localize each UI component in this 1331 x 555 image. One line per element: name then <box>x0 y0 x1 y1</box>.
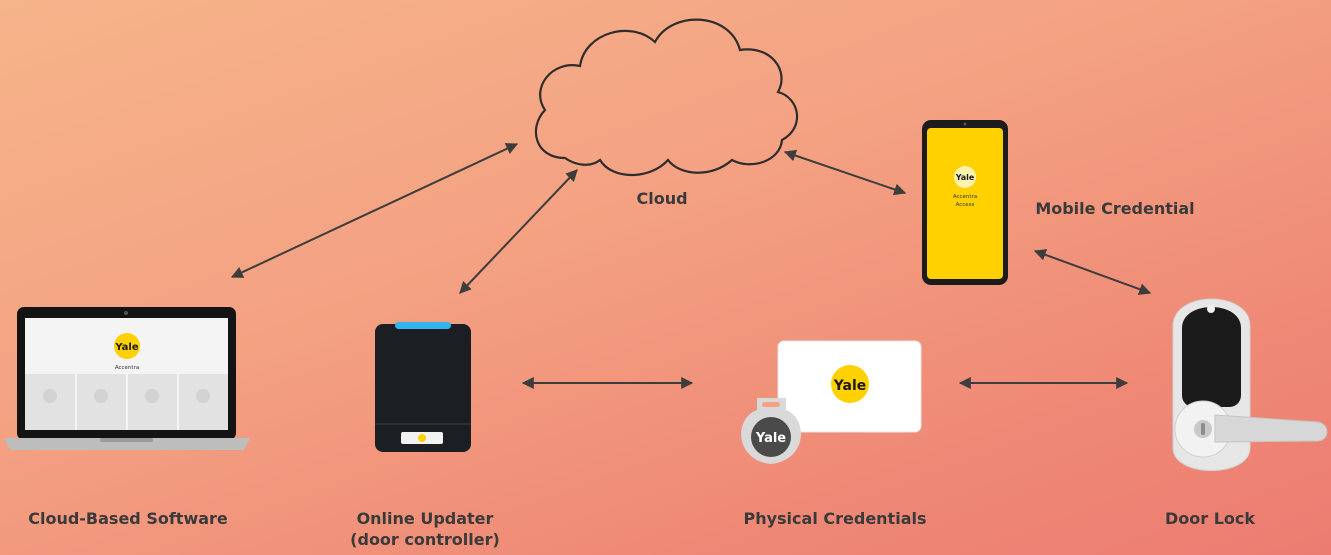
phone-app-line1: Accentra <box>953 194 977 200</box>
laptop-icon: Yale Accentra <box>4 307 250 450</box>
phone-logo: Yale <box>955 173 975 182</box>
arrow-updater-cloud <box>459 169 578 294</box>
cloud-label: Cloud <box>636 189 688 208</box>
cloud-software-label: Cloud-Based Software <box>28 509 228 528</box>
card-icon: Yale <box>777 340 922 433</box>
physical-credentials-label: Physical Credentials <box>743 509 927 528</box>
card-logo: Yale <box>833 378 867 394</box>
arrows <box>230 143 1152 389</box>
reader-icon <box>375 322 471 452</box>
arrow-mobile-lock <box>1033 249 1152 295</box>
online-updater-label-line1: Online Updater <box>356 509 494 528</box>
cloud-icon <box>534 18 799 177</box>
arrow-cloud-mobile <box>783 149 907 196</box>
door-lock-label: Door Lock <box>1164 509 1256 528</box>
fob-logo: Yale <box>755 431 786 446</box>
laptop-logo: Yale <box>114 342 138 353</box>
phone-app-line2: Access <box>956 202 975 208</box>
key-fob-icon: Yale <box>741 398 801 464</box>
laptop-product-name: Accentra <box>115 365 139 371</box>
mobile-credential-label: Mobile Credential <box>1035 199 1195 218</box>
door-lock-icon <box>1172 298 1328 471</box>
phone-icon: Yale Accentra Access <box>922 120 1008 285</box>
online-updater-label-line2: (door controller) <box>350 530 500 549</box>
arrow-software-cloud <box>230 143 519 278</box>
